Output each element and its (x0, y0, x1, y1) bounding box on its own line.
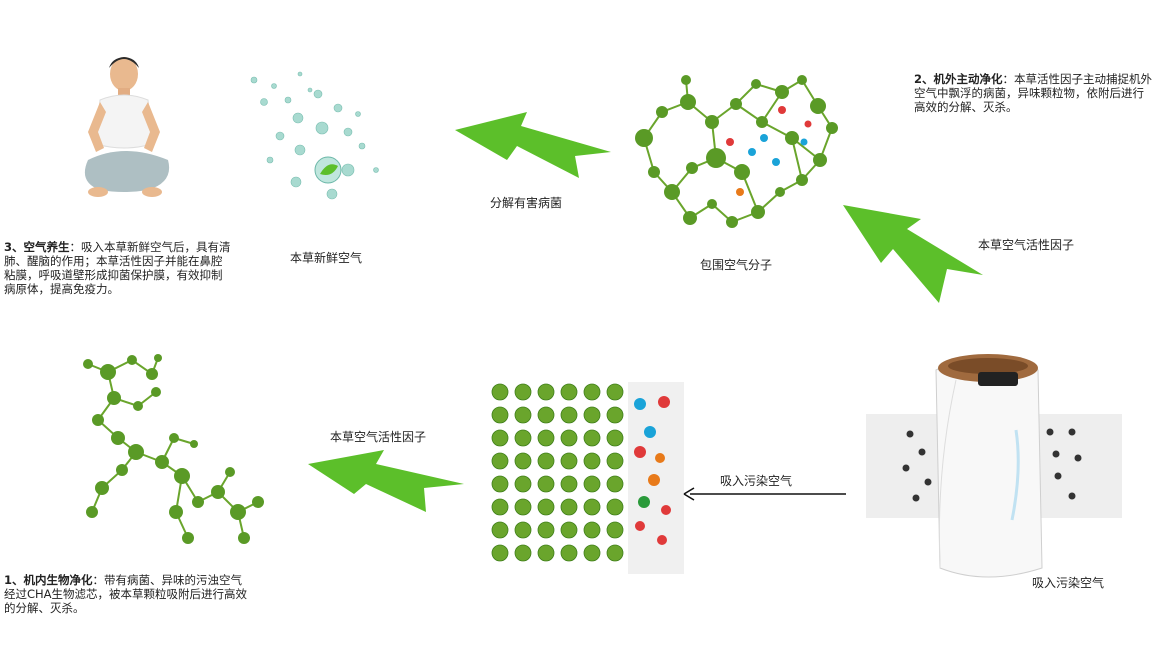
step3-title: 3、空气养生 (4, 240, 70, 254)
step3-text: ：吸入本草新鲜空气后，具有清肺、醒脑的作用；本草活性因子并能在鼻腔粘膜，呼吸道壁… (4, 240, 231, 296)
step1-text: ：带有病菌、异味的污浊空气经过CHA生物滤芯，被本草颗粒吸附后进行高效的分解、灭… (4, 573, 248, 615)
label-inhale-arrow: 吸入污染空气 (720, 474, 793, 488)
filter-grid-graphic (491, 382, 684, 574)
step3-description: 3、空气养生：吸入本草新鲜空气后，具有清肺、醒脑的作用；本草活性因子并能在鼻腔粘… (4, 240, 232, 296)
arrow-active-factor-top (843, 205, 983, 303)
herbal-molecule-branch (78, 352, 273, 552)
step1-title: 1、机内生物净化 (4, 573, 93, 587)
purifier-graphic (866, 354, 1122, 578)
label-fresh-air: 本草新鲜空气 (290, 251, 363, 265)
step2-title: 2、机外主动净化 (914, 72, 1003, 86)
arrow-decompose (455, 112, 611, 178)
meditating-person-illustration (78, 52, 180, 202)
label-active-factor-bottom: 本草空气活性因子 (330, 430, 427, 444)
label-active-factor-top: 本草空气活性因子 (978, 238, 1075, 252)
step1-description: 1、机内生物净化：带有病菌、异味的污浊空气经过CHA生物滤芯，被本草颗粒吸附后进… (4, 573, 250, 615)
label-wrap-molecule: 包围空气分子 (700, 258, 773, 272)
molecule-network-bottom (83, 354, 264, 544)
air-purifier-device (866, 350, 1124, 580)
step2-description: 2、机外主动净化：本草活性因子主动捕捉机外空气中飘浮的病菌，异味颗粒物，依附后进… (914, 72, 1154, 114)
label-decompose: 分解有害病菌 (490, 196, 563, 210)
arrow-active-factor-bottom (308, 450, 464, 512)
wrap-molecule-cluster (632, 72, 844, 240)
cha-bio-filter (490, 380, 686, 576)
fresh-air-bubbles (240, 70, 390, 210)
bubbles-graphic (250, 71, 379, 200)
step2-text: ：本草活性因子主动捕捉机外空气中飘浮的病菌，异味颗粒物，依附后进行高效的分解、灭… (914, 72, 1153, 114)
molecule-network-top (635, 75, 838, 228)
label-inhale-device: 吸入污染空气 (1032, 576, 1105, 590)
person-figure (84, 57, 170, 197)
arrow-inhale (683, 487, 846, 501)
